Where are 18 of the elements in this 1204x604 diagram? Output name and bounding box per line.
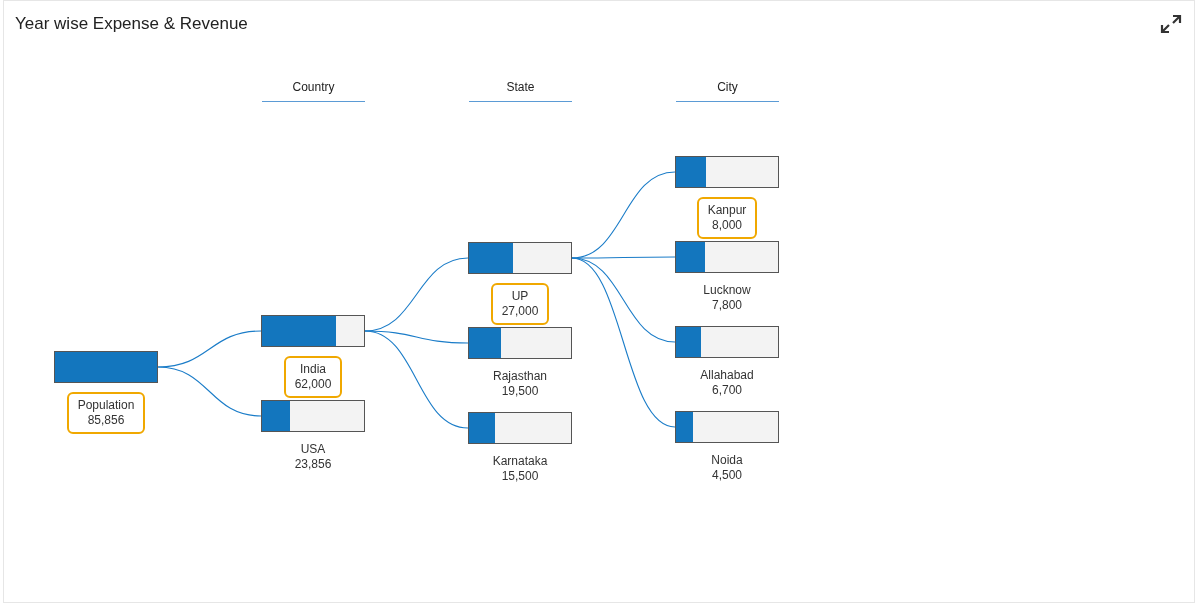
value-label: USA 23,856 bbox=[294, 442, 332, 472]
value-label: Karnataka 15,500 bbox=[492, 454, 548, 484]
connector-line bbox=[157, 366, 262, 417]
chart-title: Year wise Expense & Revenue bbox=[15, 13, 248, 35]
value-callout: Kanpur 8,000 bbox=[696, 197, 758, 239]
value-callout: UP 27,000 bbox=[490, 283, 550, 325]
value-label: Lucknow 7,800 bbox=[703, 283, 751, 313]
value-callout: Population 85,856 bbox=[66, 392, 146, 434]
value-label: Rajasthan 19,500 bbox=[492, 369, 547, 399]
column-heading: City bbox=[676, 78, 779, 102]
value-label: Noida 4,500 bbox=[711, 453, 743, 483]
connector-line bbox=[571, 257, 676, 428]
column-heading: Country bbox=[262, 78, 365, 102]
connector-line bbox=[364, 330, 469, 429]
column-heading: State bbox=[469, 78, 572, 102]
connector-line bbox=[571, 256, 676, 259]
value-callout: India 62,000 bbox=[283, 356, 343, 398]
value-label: Allahabad 6,700 bbox=[700, 368, 754, 398]
